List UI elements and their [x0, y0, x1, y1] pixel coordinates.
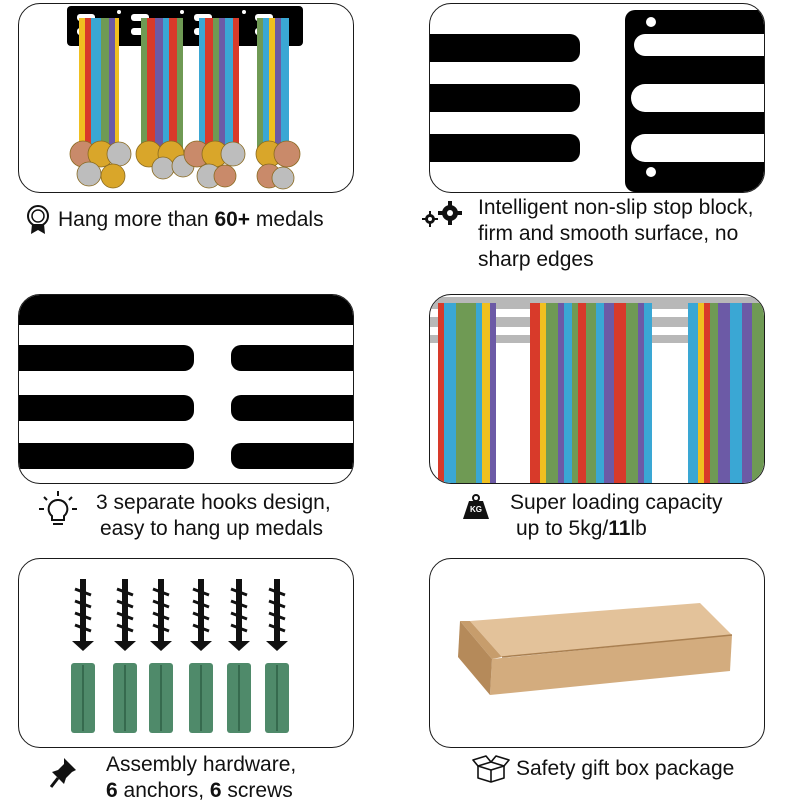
kg-weight-label: KG — [470, 505, 482, 514]
loading-line-2: up to 5kg/11lb — [510, 516, 722, 542]
bold-text-segment: 11 — [608, 517, 631, 540]
text-segment: anchors, — [117, 779, 210, 802]
pushpin-icon — [50, 758, 76, 788]
medals — [69, 140, 301, 190]
loading-line-1: Super loading capacity — [510, 491, 723, 514]
bold-text-segment: 6 — [106, 779, 118, 802]
gift-box-illustration — [458, 603, 733, 695]
screws — [72, 579, 288, 651]
stop-block-illustration — [430, 10, 764, 192]
loading-ribbons — [438, 303, 764, 483]
ribbons — [79, 18, 289, 158]
stop-block-closeup-panel — [429, 3, 765, 193]
hooks-line-2: easy to hang up medals — [100, 517, 323, 540]
medal-rosette-icon — [27, 205, 49, 234]
gears-icon — [422, 201, 462, 227]
hooks-line-1: 3 separate hooks design, — [96, 491, 331, 514]
loading-capacity-panel — [429, 294, 765, 484]
text-segment: Hang more than — [58, 208, 215, 231]
open-box-icon — [472, 755, 510, 783]
rack-bar — [67, 6, 303, 46]
stop-block-line-1: Intelligent non-slip stop block, — [478, 196, 754, 219]
hooks-illustration — [19, 295, 353, 469]
bold-text-segment: 60+ — [214, 208, 251, 231]
kg-weight-icon: KG — [462, 494, 490, 520]
medal-rack-photo-panel — [18, 3, 354, 193]
package-text: Safety gift box package — [516, 757, 735, 780]
capacity-text: Hang more than 60+ medals — [58, 207, 324, 233]
wall-anchors — [71, 663, 289, 733]
text-segment: screws — [221, 779, 293, 802]
screws-anchors-illustration — [71, 579, 289, 733]
assembly-hardware-panel — [18, 558, 354, 748]
text-segment: up to 5kg/ — [516, 517, 609, 540]
medal-rack-illustration — [67, 6, 303, 190]
gift-box-panel — [429, 558, 765, 748]
stop-block-line-3: sharp edges — [478, 248, 594, 271]
hardware-line-1: Assembly hardware, — [106, 753, 297, 776]
text-segment: medals — [250, 208, 324, 231]
hooks-design-panel — [18, 294, 354, 484]
lightbulb-icon — [39, 491, 77, 525]
ribbons-illustration — [430, 297, 764, 483]
bold-text-segment: 6 — [209, 779, 222, 802]
text-segment: lb — [630, 517, 647, 540]
hardware-line-2: 6 anchors, 6 screws — [106, 778, 296, 804]
stop-block-line-2: firm and smooth surface, no — [478, 222, 739, 245]
